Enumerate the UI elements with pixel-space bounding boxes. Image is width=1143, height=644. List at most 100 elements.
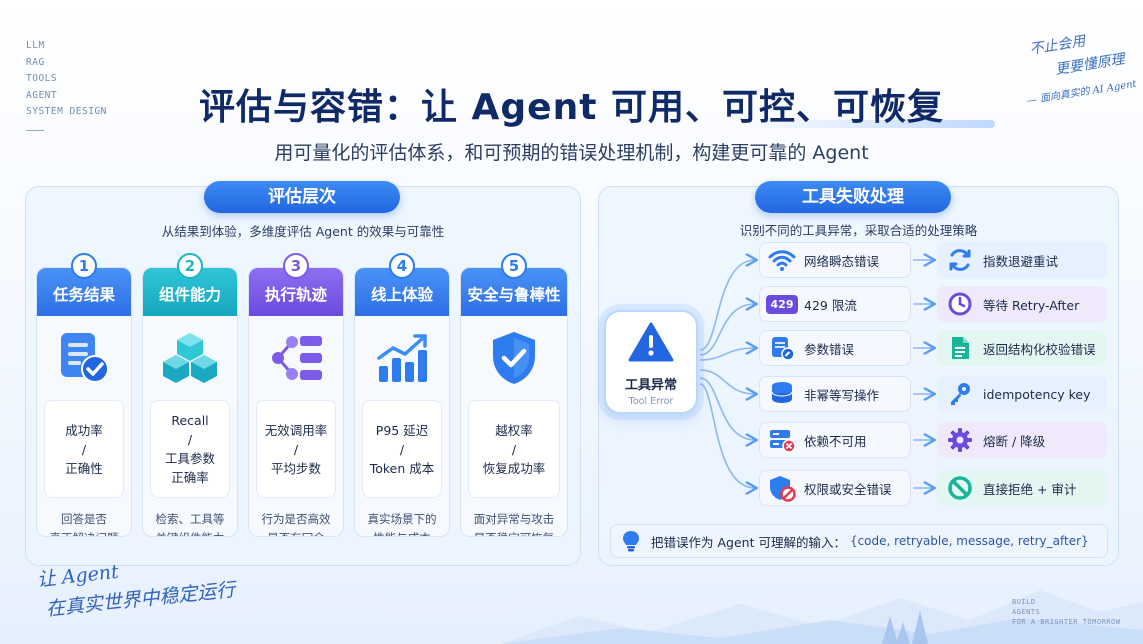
eval-card-online: 4 线上体验 P95 延迟 / Token 成本 真实场景下的 性能与成本 bbox=[354, 253, 450, 537]
side-tag: TOOLS bbox=[26, 73, 58, 84]
action-row: idempotency key bbox=[937, 376, 1107, 412]
action-label: 指数退避重试 bbox=[983, 253, 1059, 269]
footnote-line: 真实场景下的 bbox=[367, 512, 437, 526]
tool-error-sublabel: Tool Error bbox=[628, 396, 674, 407]
card-footnote: 检索、工具等 关键组件能力 bbox=[143, 510, 237, 536]
side-tag: RAG bbox=[26, 56, 45, 68]
tool-error-node: 工具异常 Tool Error bbox=[604, 310, 698, 414]
eval-card-safety: 5 安全与鲁棒性 越权率 / 恢复成功率 面对异常与攻击 是否稳定可恢复 bbox=[460, 253, 568, 537]
wifi-icon bbox=[760, 249, 804, 271]
rate-limit-badge: 429 bbox=[760, 294, 804, 314]
error-label: 非幂等写操作 bbox=[804, 387, 880, 403]
shield-check-icon bbox=[461, 316, 567, 400]
error-row: 429 429 限流 bbox=[759, 286, 911, 322]
error-label: 依赖不可用 bbox=[804, 433, 867, 449]
footnote-line: 检索、工具等 bbox=[155, 512, 225, 526]
error-row: 参数错误 bbox=[759, 330, 911, 366]
error-row: 依赖不可用 bbox=[759, 422, 911, 458]
block-icon bbox=[937, 475, 983, 501]
clock-icon bbox=[937, 291, 983, 317]
error-input-tip: 把错误作为 Agent 可理解的输入： {code, retryable, me… bbox=[610, 524, 1108, 558]
action-row: 返回结构化校验错误 bbox=[937, 330, 1107, 366]
error-label: 权限或安全错误 bbox=[804, 481, 892, 497]
metric-line: P95 延迟 bbox=[375, 422, 429, 438]
card-number: 5 bbox=[501, 253, 527, 279]
footnote-line: 性能与成本 bbox=[355, 529, 449, 536]
bottom-tag-list: BUILD AGENTS FOR A BRIGHTER TOMORROW bbox=[1012, 597, 1120, 627]
side-tag: AGENT bbox=[26, 89, 58, 101]
footnote-line: 回答是否 bbox=[61, 512, 107, 526]
metric-line: 越权率 bbox=[495, 422, 533, 438]
footnote-line: 面对异常与攻击 bbox=[473, 512, 555, 526]
metric-line: 成功率 bbox=[65, 422, 103, 438]
metric-line: 正确性 bbox=[65, 460, 103, 476]
action-label: 直接拒绝 + 审计 bbox=[983, 481, 1077, 497]
error-row: 权限或安全错误 bbox=[759, 470, 911, 506]
eval-card-component: 2 组件能力 Recall / 工具参数 正确率 检索、工具等 关键组件能力 bbox=[142, 253, 238, 537]
metric-line: / bbox=[399, 441, 405, 457]
footnote-line: 是否稳定可恢复 bbox=[461, 529, 567, 536]
tool-error-heading: 工具失败处理 bbox=[755, 181, 951, 213]
metric-line: 无效调用率 bbox=[264, 422, 328, 438]
card-footnote: 行为是否高效 是否有冗余 bbox=[249, 510, 343, 536]
card-number: 1 bbox=[71, 253, 97, 279]
footnote-line: 关键组件能力 bbox=[143, 529, 237, 536]
document-icon bbox=[937, 335, 983, 361]
lightbulb-icon bbox=[611, 530, 651, 552]
card-metric: 无效调用率 / 平均步数 bbox=[256, 400, 336, 498]
action-label: 熔断 / 降级 bbox=[983, 433, 1046, 449]
key-icon bbox=[937, 381, 983, 407]
action-label: idempotency key bbox=[983, 386, 1091, 402]
metric-line: 工具参数 bbox=[164, 451, 215, 466]
tool-error-description: 识别不同的工具异常，采取合适的处理策略 bbox=[739, 223, 978, 238]
side-tag: LLM bbox=[26, 40, 45, 51]
metric-line: 恢复成功率 bbox=[482, 460, 546, 476]
bottom-tag: BUILD bbox=[1012, 598, 1036, 606]
card-metric: 成功率 / 正确性 bbox=[44, 400, 124, 498]
card-metric: 越权率 / 恢复成功率 bbox=[468, 400, 560, 498]
error-label: 网络瞬态错误 bbox=[804, 253, 880, 269]
footnote-line: 是否有冗余 bbox=[249, 529, 343, 536]
card-metric: Recall / 工具参数 正确率 bbox=[150, 400, 230, 498]
side-tag: SYSTEM DESIGN bbox=[26, 106, 107, 117]
tip-text: 把错误作为 Agent 可理解的输入： bbox=[651, 534, 846, 550]
action-label: 返回结构化校验错误 bbox=[983, 341, 1096, 357]
action-row: 指数退避重试 bbox=[937, 242, 1107, 278]
metric-line: 平均步数 bbox=[270, 460, 321, 476]
error-label: 参数错误 bbox=[804, 341, 855, 357]
card-number: 3 bbox=[283, 253, 309, 279]
bottom-tag: AGENTS bbox=[1012, 608, 1041, 616]
metric-line: Recall bbox=[171, 413, 209, 428]
page-title: 评估与容错：让 Agent 可用、可控、可恢复 bbox=[199, 87, 944, 128]
checklist-icon bbox=[37, 316, 131, 400]
card-number: 2 bbox=[177, 253, 203, 279]
trend-chart-icon bbox=[355, 316, 449, 400]
card-footnote: 面对异常与攻击 是否稳定可恢复 bbox=[461, 510, 567, 536]
footnote-line: 真正解决问题 bbox=[37, 529, 131, 536]
doc-edit-icon bbox=[760, 335, 804, 361]
metric-line: / bbox=[293, 441, 299, 457]
eval-card-task-result: 1 任务结果 成功率 / 正确性 回答是否 真正解决问题 bbox=[36, 253, 132, 537]
error-row: 非幂等写操作 bbox=[759, 376, 911, 412]
eval-panel: 评估层次 从结果到体验，多维度评估 Agent 的效果与可靠性 1 任务结果 成… bbox=[25, 181, 581, 566]
card-footnote: 回答是否 真正解决问题 bbox=[37, 510, 131, 536]
cubes-icon bbox=[143, 316, 237, 400]
card-number: 4 bbox=[389, 253, 415, 279]
metric-line: / bbox=[81, 441, 87, 457]
metric-line: / bbox=[511, 441, 517, 457]
error-row: 网络瞬态错误 bbox=[759, 242, 911, 278]
tip-code: {code, retryable, message, retry_after} bbox=[849, 534, 1089, 548]
mountain-scenery bbox=[500, 590, 1143, 644]
eval-heading: 评估层次 bbox=[204, 181, 400, 213]
server-error-icon bbox=[760, 427, 804, 453]
database-icon bbox=[760, 381, 804, 407]
rate-limit-code: 429 bbox=[765, 294, 799, 314]
action-row: 等待 Retry-After bbox=[937, 286, 1107, 322]
gear-icon bbox=[937, 427, 983, 453]
tool-error-label: 工具异常 bbox=[624, 378, 677, 393]
refresh-icon bbox=[937, 247, 983, 273]
shield-block-icon bbox=[760, 474, 804, 502]
card-footnote: 真实场景下的 性能与成本 bbox=[355, 510, 449, 536]
metric-line: 正确率 bbox=[171, 470, 209, 485]
footnote-line: 行为是否高效 bbox=[261, 512, 331, 526]
